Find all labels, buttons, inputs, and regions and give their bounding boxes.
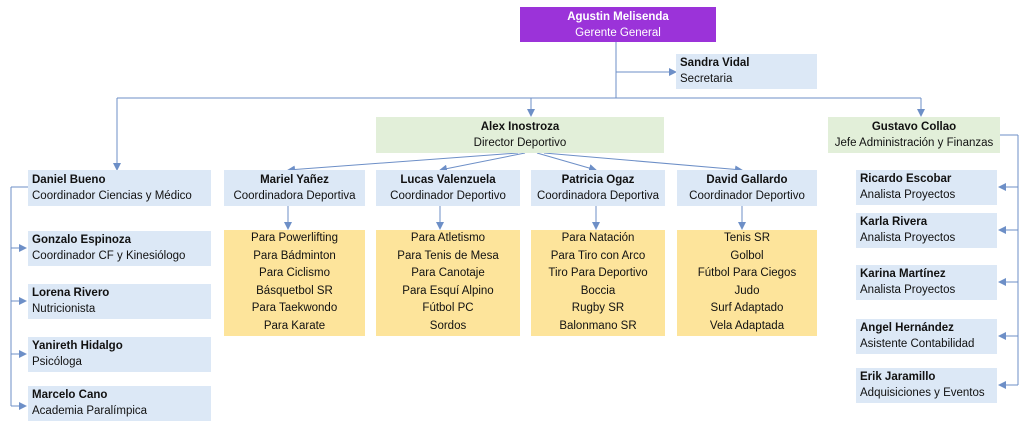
coordinator-title: Coordinadora Deportiva: [536, 190, 660, 202]
sport-item: Sordos: [429, 319, 467, 332]
sports-list-3: Tenis SR Golbol Fútbol Para Ciegos Judo …: [677, 230, 817, 336]
sport-item: Surf Adaptado: [710, 302, 784, 315]
admin-staff-title: Adquisiciones y Eventos: [860, 387, 985, 399]
coordinator-title: Coordinador Deportivo: [689, 190, 805, 202]
admin-staff-box-1: Karla Rivera Analista Proyectos: [856, 213, 997, 248]
admin-head-title: Jefe Administración y Finanzas: [834, 137, 994, 149]
secretary-box: Sandra Vidal Secretaria: [676, 54, 817, 89]
left-staff-name: Daniel Bueno: [32, 174, 106, 186]
admin-staff-title: Analista Proyectos: [860, 232, 956, 244]
sport-item: Fútbol Para Ciegos: [697, 267, 797, 280]
admin-staff-name: Karla Rivera: [860, 216, 928, 228]
connector-alex-patricia: [536, 152, 597, 172]
sport-item: Básquetbol SR: [256, 284, 333, 297]
sport-item: Golbol: [730, 249, 764, 262]
secretary-name: Sandra Vidal: [680, 57, 750, 69]
connector-alex-mariel: [287, 152, 519, 174]
sport-item: Judo: [734, 284, 760, 297]
coordinator-box-3: David Gallardo Coordinador Deportivo: [677, 170, 817, 206]
sport-item: Para Powerlifting: [251, 232, 338, 244]
admin-head-box: Gustavo Collao Jefe Administración y Fin…: [828, 117, 1000, 153]
left-staff-name: Gonzalo Espinoza: [32, 234, 132, 246]
sport-item: Para Tiro con Arco: [550, 249, 646, 262]
sports-director-box: Alex Inostroza Director Deportivo: [376, 117, 664, 153]
sports-list-0: Para Powerlifting Para Bádminton Para Ci…: [224, 230, 365, 336]
left-staff-title: Academia Paralímpica: [32, 405, 148, 417]
sport-item: Para Tenis de Mesa: [397, 249, 499, 262]
sport-item: Para Taekwondo: [251, 302, 338, 315]
sport-item: Balonmano SR: [559, 319, 637, 332]
sport-item: Para Canotaje: [411, 267, 485, 280]
sports-list-2: Para Natación Para Tiro con Arco Tiro Pa…: [531, 230, 665, 336]
sport-item: Tiro Para Deportivo: [548, 267, 648, 280]
sport-item: Vela Adaptada: [709, 319, 785, 332]
left-staff-title: Coordinador Ciencias y Médico: [32, 190, 192, 202]
ceo-title: Gerente General: [575, 27, 661, 39]
admin-staff-box-0: Ricardo Escobar Analista Proyectos: [856, 170, 997, 205]
admin-staff-title: Analista Proyectos: [860, 284, 956, 296]
sport-item: Para Ciclismo: [259, 267, 330, 280]
left-staff-box-0: Daniel Bueno Coordinador Ciencias y Médi…: [28, 170, 211, 206]
admin-head-name: Gustavo Collao: [871, 121, 957, 133]
sport-item: Boccia: [580, 284, 616, 297]
left-staff-name: Marcelo Cano: [32, 389, 108, 401]
coordinator-name: David Gallardo: [706, 174, 788, 186]
sport-item: Para Bádminton: [253, 249, 336, 262]
coordinator-box-0: Mariel Yañez Coordinadora Deportiva: [224, 170, 365, 206]
sports-director-title: Director Deportivo: [473, 137, 567, 149]
left-staff-name: Lorena Rivero: [32, 287, 110, 299]
coordinator-name: Lucas Valenzuela: [400, 174, 496, 186]
secretary-title: Secretaria: [680, 73, 733, 85]
ceo-name: Agustin Melisenda: [567, 11, 669, 23]
left-staff-box-3: Yanireth Hidalgo Psicóloga: [28, 337, 211, 372]
coordinator-name: Mariel Yañez: [260, 174, 329, 186]
admin-staff-name: Angel Hernández: [860, 322, 954, 334]
admin-staff-title: Analista Proyectos: [860, 189, 956, 201]
left-staff-title: Nutricionista: [32, 303, 96, 315]
admin-staff-box-3: Angel Hernández Asistente Contabilidad: [856, 319, 997, 354]
admin-staff-box-4: Erik Jaramillo Adquisiciones y Eventos: [856, 368, 997, 403]
sports-list-1: Para Atletismo Para Tenis de Mesa Para C…: [376, 230, 520, 336]
coordinator-title: Coordinador Deportivo: [390, 190, 506, 202]
coordinator-box-2: Patricia Ogaz Coordinadora Deportiva: [531, 170, 665, 206]
connector-alex-david: [543, 152, 743, 174]
sport-item: Para Karate: [263, 319, 326, 332]
coordinator-name: Patricia Ogaz: [561, 174, 635, 186]
left-staff-title: Psicóloga: [32, 356, 82, 368]
sports-director-name: Alex Inostroza: [480, 121, 560, 133]
sport-item: Tenis SR: [723, 232, 771, 244]
sport-item: Fútbol PC: [422, 302, 474, 315]
sport-item: Para Esquí Alpino: [402, 284, 494, 297]
sport-item: Rugby SR: [571, 302, 625, 315]
admin-staff-name: Ricardo Escobar: [860, 173, 952, 185]
coordinator-box-1: Lucas Valenzuela Coordinador Deportivo: [376, 170, 520, 206]
admin-staff-title: Asistente Contabilidad: [860, 338, 975, 350]
left-staff-box-2: Lorena Rivero Nutricionista: [28, 284, 211, 319]
sport-item: Para Natación: [561, 232, 635, 244]
connector-alex-lucas: [439, 152, 526, 173]
coordinator-title: Coordinadora Deportiva: [233, 190, 356, 202]
left-staff-title: Coordinador CF y Kinesiólogo: [32, 250, 186, 262]
sport-item: Para Atletismo: [410, 232, 486, 244]
left-staff-box-4: Marcelo Cano Academia Paralímpica: [28, 386, 211, 421]
left-staff-name: Yanireth Hidalgo: [32, 340, 123, 352]
admin-staff-box-2: Karina Martínez Analista Proyectos: [856, 265, 997, 300]
admin-staff-name: Erik Jaramillo: [860, 371, 936, 383]
left-staff-box-1: Gonzalo Espinoza Coordinador CF y Kinesi…: [28, 231, 211, 266]
admin-staff-name: Karina Martínez: [860, 268, 946, 280]
ceo-box: Agustin Melisenda Gerente General: [520, 7, 716, 42]
